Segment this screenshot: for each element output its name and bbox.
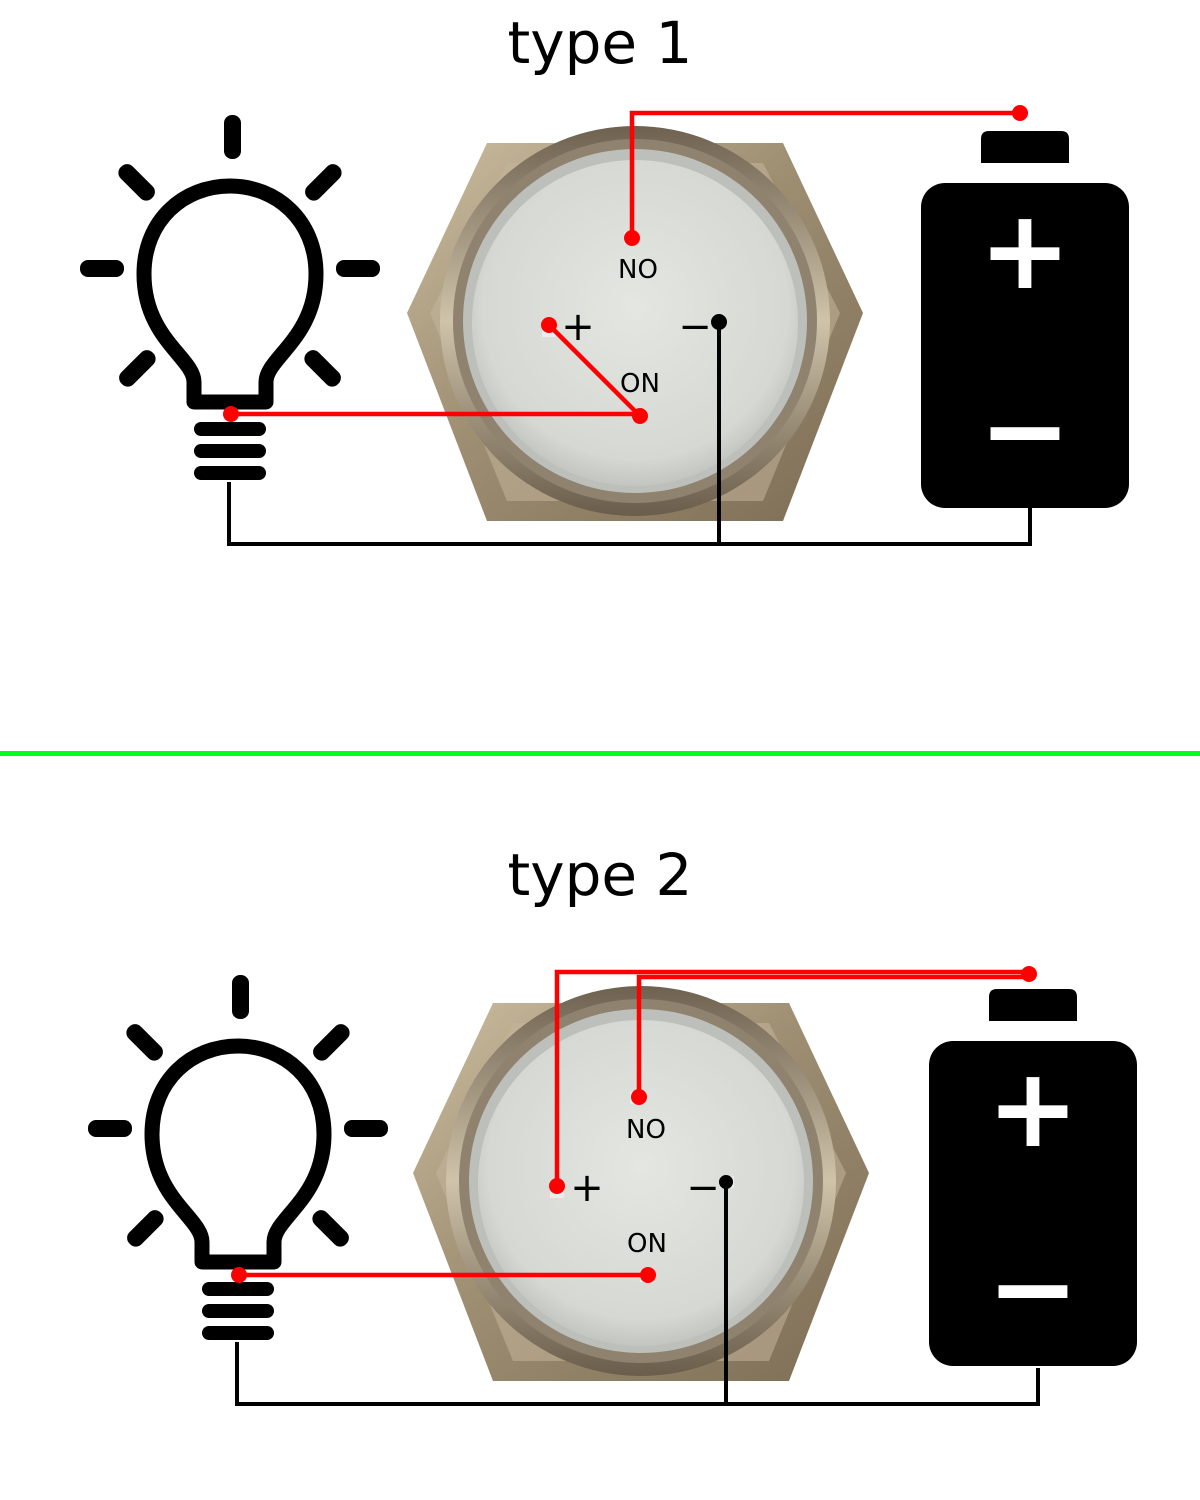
diagram-title-type-1: type 1 bbox=[507, 9, 693, 77]
diagram-type-2: + − NO ON + − bbox=[88, 966, 1137, 1406]
wire-node bbox=[549, 1178, 565, 1194]
positive-wire-plus-to-on bbox=[547, 323, 642, 418]
terminal-label-on: ON bbox=[627, 1229, 667, 1259]
battery-icon: + − bbox=[921, 131, 1129, 508]
battery-negative-label: − bbox=[979, 366, 1071, 494]
terminal-label-plus: + bbox=[570, 1165, 604, 1211]
section-divider bbox=[0, 751, 1200, 756]
lightbulb-icon bbox=[88, 975, 388, 1340]
diagram-type-1: + − NO ON + − bbox=[80, 105, 1129, 546]
wire-node bbox=[719, 1175, 733, 1189]
diagram-title-type-2: type 2 bbox=[507, 841, 693, 909]
positive-wire-battery-to-plus bbox=[554, 969, 1029, 1186]
terminal-label-no: NO bbox=[626, 1115, 666, 1145]
negative-wire-return bbox=[235, 1342, 1040, 1406]
battery-icon: + − bbox=[929, 989, 1137, 1366]
positive-wire-battery-to-no bbox=[629, 110, 1020, 238]
wire-node bbox=[223, 406, 239, 422]
negative-wire-return bbox=[227, 482, 1032, 546]
battery-negative-label: − bbox=[987, 1224, 1079, 1352]
push-switch-icon bbox=[407, 126, 863, 521]
wire-node bbox=[1021, 966, 1037, 982]
wire-node bbox=[640, 1267, 656, 1283]
wire-node bbox=[1012, 105, 1028, 121]
terminal-label-minus: − bbox=[678, 304, 712, 350]
battery-positive-label: + bbox=[979, 186, 1071, 314]
terminal-label-minus: − bbox=[686, 1165, 720, 1211]
positive-wire-battery-to-no bbox=[636, 974, 1029, 1097]
wire-node bbox=[231, 1267, 247, 1283]
wire-node bbox=[624, 230, 640, 246]
wire-node bbox=[711, 314, 727, 330]
terminal-label-on: ON bbox=[620, 369, 660, 399]
battery-positive-label: + bbox=[987, 1044, 1079, 1172]
wire-node bbox=[541, 317, 557, 333]
lightbulb-icon bbox=[80, 115, 380, 480]
terminal-label-no: NO bbox=[618, 255, 658, 285]
wire-node bbox=[631, 1089, 647, 1105]
wire-node bbox=[632, 408, 648, 424]
